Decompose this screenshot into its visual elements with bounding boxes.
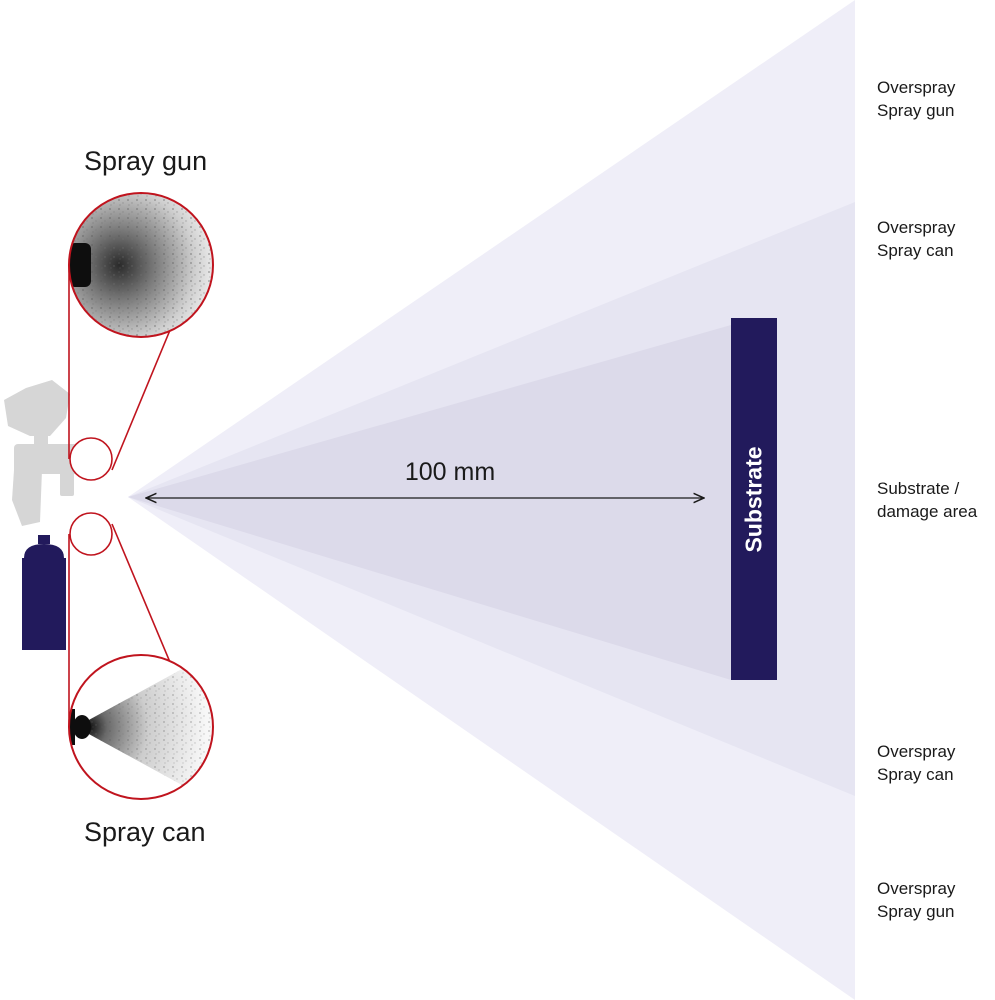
overspray-gun-bottom-label: Overspray Spray gun: [877, 879, 956, 921]
overspray-gun-top-label: Overspray Spray gun: [877, 78, 956, 120]
magnifier-leader-lines: [68, 265, 181, 727]
overspray-can-top-label: Overspray Spray can: [877, 218, 956, 260]
substrate-label: Substrate: [740, 445, 767, 553]
substrate-bar: [731, 318, 777, 680]
gun-nozzle-circle: [69, 437, 113, 481]
spray-can-magnifier: [68, 654, 214, 800]
spray-can-title: Spray can: [84, 817, 206, 847]
spray-gun-magnifier: [68, 192, 214, 338]
spray-can-icon: [22, 535, 66, 650]
overspray-can-bottom-label: Overspray Spray can: [877, 742, 956, 784]
can-nozzle-circle: [69, 512, 113, 556]
distance-label: 100 mm: [404, 458, 496, 486]
spray-gun-magnified-pattern: [69, 193, 213, 337]
substrate-area-label: Substrate / damage area: [877, 479, 978, 521]
spray-can-magnified-pattern: [69, 655, 213, 799]
spray-gun-title: Spray gun: [84, 146, 208, 176]
